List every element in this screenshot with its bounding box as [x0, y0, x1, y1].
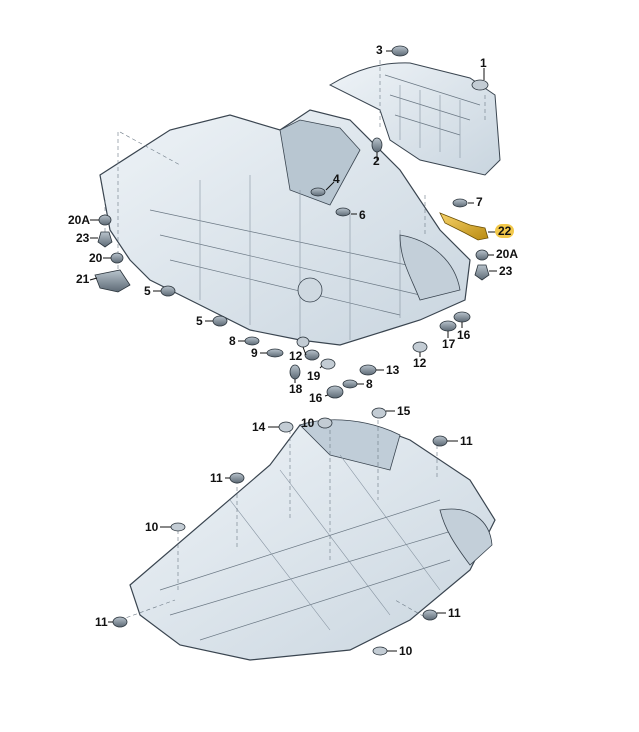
guide-lines — [104, 60, 486, 621]
upper-underbody — [99, 109, 471, 346]
part-icon-10b — [170, 522, 186, 532]
callout-23-right: 23 — [499, 264, 513, 278]
part-icon-12a — [296, 336, 310, 348]
callout-10b: 10 — [145, 520, 159, 534]
part-icon-13 — [359, 364, 377, 376]
callout-12b: 12 — [413, 356, 427, 370]
callout-11c: 11 — [95, 615, 108, 629]
part-icon-21 — [94, 269, 131, 293]
part-icon-8b — [342, 379, 358, 389]
part-icon-20a-left — [98, 214, 112, 226]
part-icon-11d — [422, 609, 438, 621]
callout-16b: 16 — [457, 328, 471, 342]
part-icon-10a — [317, 417, 333, 429]
callout-20a-right: 20A — [496, 247, 519, 261]
part-icon-10c — [372, 646, 388, 656]
callout-8a: 8 — [229, 334, 236, 348]
callout-14: 14 — [252, 420, 266, 434]
callout-20a-left: 20A — [68, 213, 91, 227]
part-icon-5b — [212, 315, 228, 327]
part-icon-18 — [289, 364, 301, 380]
callout-11a: 11 — [460, 434, 473, 448]
callout-9: 9 — [251, 346, 258, 360]
callout-17: 17 — [442, 337, 456, 351]
callout-8b: 8 — [366, 377, 373, 391]
part-icon-5a — [160, 285, 176, 297]
callout-23-left: 23 — [76, 231, 90, 245]
part-icon-23-right — [474, 264, 490, 281]
part-icon-6 — [335, 207, 351, 217]
part-icon-4 — [310, 187, 326, 197]
part-icon-8a — [244, 336, 260, 346]
callout-12a: 12 — [289, 349, 303, 363]
part-icon-9 — [266, 348, 284, 358]
callout-5b: 5 — [196, 314, 203, 328]
callout-19: 19 — [307, 369, 321, 383]
callout-1: 1 — [480, 56, 487, 70]
callout-15: 15 — [397, 404, 411, 418]
callout-11b: 11 — [210, 471, 223, 485]
part-icon-12a-b — [304, 349, 320, 361]
part-icon-16b — [453, 311, 471, 323]
callout-18: 18 — [289, 382, 303, 396]
part-icon-3 — [391, 45, 409, 57]
floor-pan — [129, 419, 496, 661]
callout-11d: 11 — [448, 606, 461, 620]
leader-lines — [89, 50, 497, 652]
callout-20: 20 — [89, 251, 103, 265]
part-icon-11b — [229, 472, 245, 484]
part-icon-15 — [371, 407, 387, 419]
part-icon-1 — [471, 79, 489, 91]
part-icon-20a-right — [475, 249, 489, 261]
callout-2: 2 — [373, 154, 380, 168]
callout-3: 3 — [376, 43, 383, 57]
part-icon-23-left — [97, 231, 113, 248]
callout-22: 22 — [495, 224, 515, 238]
callout-6: 6 — [359, 208, 366, 222]
callout-10c: 10 — [399, 644, 413, 658]
part-icon-12b — [412, 341, 428, 353]
part-icon-16a — [326, 385, 344, 399]
part-icon-14 — [278, 421, 294, 433]
part-icon-19 — [320, 358, 336, 370]
callout-10a: 10 — [301, 416, 315, 430]
part-icon-2 — [371, 137, 383, 153]
rear-panel — [328, 62, 501, 176]
callout-16a: 16 — [309, 391, 323, 405]
part-icon-7 — [452, 198, 468, 208]
part-icon-17 — [439, 320, 457, 332]
callout-4: 4 — [333, 172, 340, 186]
callout-21: 21 — [76, 272, 90, 286]
callout-7: 7 — [476, 195, 483, 209]
callout-13: 13 — [386, 363, 400, 377]
part-icon-11a — [432, 435, 448, 447]
part-icon-22 — [439, 212, 489, 241]
part-icons — [94, 45, 490, 656]
part-icon-20 — [110, 252, 124, 264]
part-icon-11c — [112, 616, 128, 628]
callout-5a: 5 — [144, 284, 151, 298]
